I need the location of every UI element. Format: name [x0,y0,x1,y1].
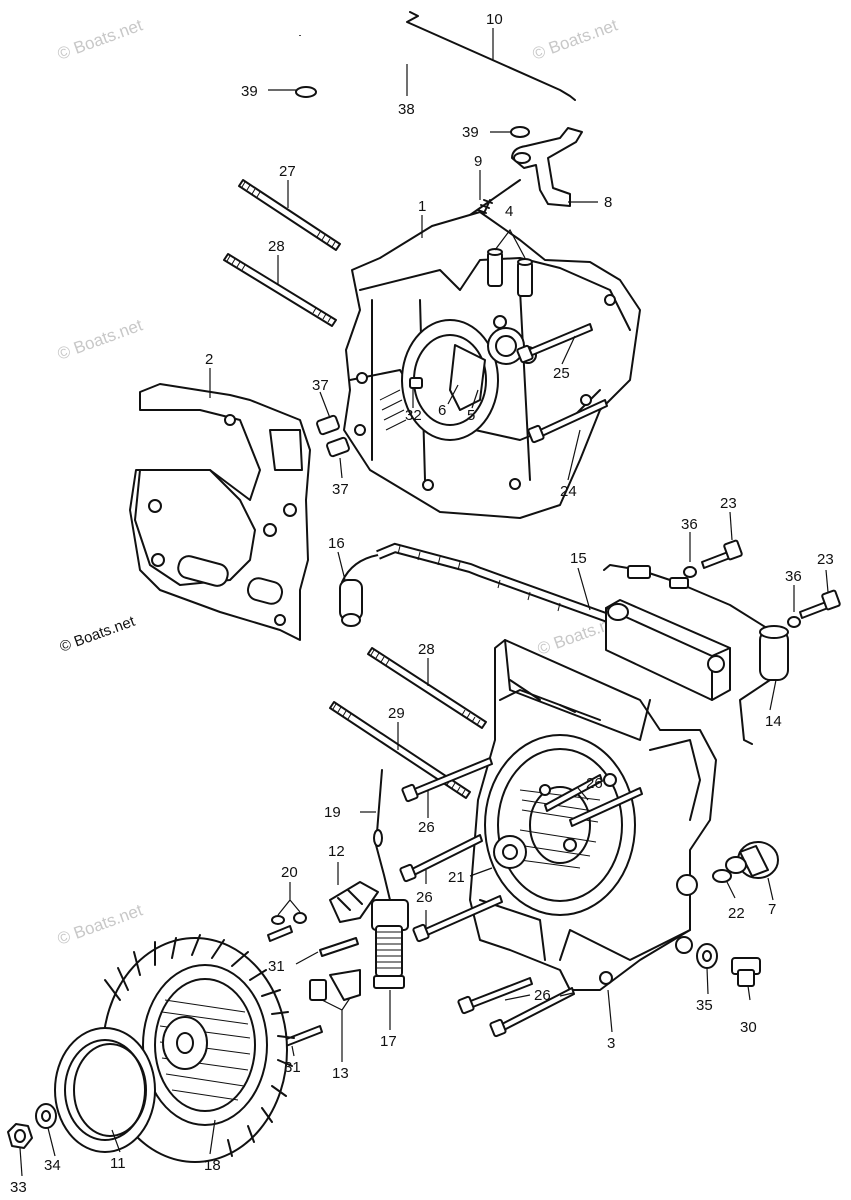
callout-9: 9 [474,153,482,170]
callout-12: 12 [328,843,345,860]
callout-26-c: 26 [416,889,433,906]
callout-5: 5 [467,407,475,424]
callout-10: 10 [486,11,503,28]
callout-14: 14 [765,713,782,730]
watermark: © Boats.net [530,15,620,63]
watermark: © Boats.net [55,900,145,948]
screw-31-lower [283,1025,323,1047]
callout-7: 7 [768,901,776,918]
callout-21: 21 [448,869,465,886]
screws-20 [267,912,307,942]
callout-numbers: 10 39 38 39 9 8 27 1 4 28 2 25 37 6 32 5… [10,11,834,1196]
callout-35: 35 [696,997,713,1014]
callout-26-a: 26 [586,775,603,792]
plug-cap-16 [339,554,379,627]
watermark: © Boats.net [55,315,145,363]
callout-13: 13 [332,1065,349,1082]
wire-10 [406,11,576,101]
callout-8: 8 [604,194,612,211]
filler-cap-7 [725,841,779,879]
bracket-8 [511,127,583,207]
callout-29: 29 [388,705,405,722]
bolt-23-lower [787,589,841,628]
ignition-coil-15 [603,564,771,701]
callout-22: 22 [728,905,745,922]
dowel-37a [316,414,340,436]
callout-27: 27 [279,163,296,180]
callout-39-top: 39 [241,83,258,100]
stud-28-lower [367,647,487,729]
callout-37-lower: 37 [332,481,349,498]
callout-31-upper: 31 [268,958,285,975]
callout-31-lower: 31 [284,1059,301,1076]
callout-30: 30 [740,1019,757,1036]
watermark-dark: © Boats.net [58,613,138,656]
breather-hose [295,10,530,138]
callout-18: 18 [204,1157,221,1174]
condenser-14 [739,625,789,745]
callout-26-b: 26 [418,819,435,836]
crankcase-1 [343,211,641,519]
callout-19: 19 [324,804,341,821]
callout-26-d: 26 [534,987,551,1004]
exciter-coil-17 [371,899,409,989]
callout-24: 24 [560,483,577,500]
contact-breaker-12 [329,881,379,923]
callout-38: 38 [398,101,415,118]
callout-20: 20 [281,864,298,881]
oring-22 [712,869,732,883]
callout-17: 17 [380,1033,397,1050]
callout-25: 25 [553,365,570,382]
callout-6: 6 [438,402,446,419]
leader-lines [19,28,829,1177]
callout-16: 16 [328,535,345,552]
bolt-23-upper [683,539,743,578]
gasket-2 [129,383,311,641]
plate-13 [309,969,361,1001]
callout-15: 15 [570,550,587,567]
callout-32: 32 [405,407,422,424]
bolts-26 [399,757,643,1038]
callout-28-upper: 28 [268,238,285,255]
callout-33: 33 [10,1179,27,1196]
callout-36-lower: 36 [785,568,802,585]
callout-3: 3 [607,1035,615,1052]
callout-36-upper: 36 [681,516,698,533]
callout-23-lower: 23 [817,551,834,568]
callout-4: 4 [505,203,513,220]
callout-1: 1 [418,198,426,215]
callout-37-upper: 37 [312,377,329,394]
callout-2: 2 [205,351,213,368]
stud-27 [238,179,341,251]
nut-33 [7,1123,33,1149]
callout-39-mid: 39 [462,124,479,141]
drain-bolt-30 [731,957,761,987]
washer-34 [35,1103,57,1129]
callout-23-upper: 23 [720,495,737,512]
screw-31-upper [319,937,359,957]
stud-28-upper [223,253,337,327]
watermark: © Boats.net [55,15,145,63]
flywheel-cover-11 [54,1027,156,1153]
dowel-37b [326,436,350,458]
washer-35 [696,943,718,969]
callout-28-lower: 28 [418,641,435,658]
hose-clip [295,86,317,98]
callout-11: 11 [110,1155,126,1172]
callout-34: 34 [44,1157,61,1174]
